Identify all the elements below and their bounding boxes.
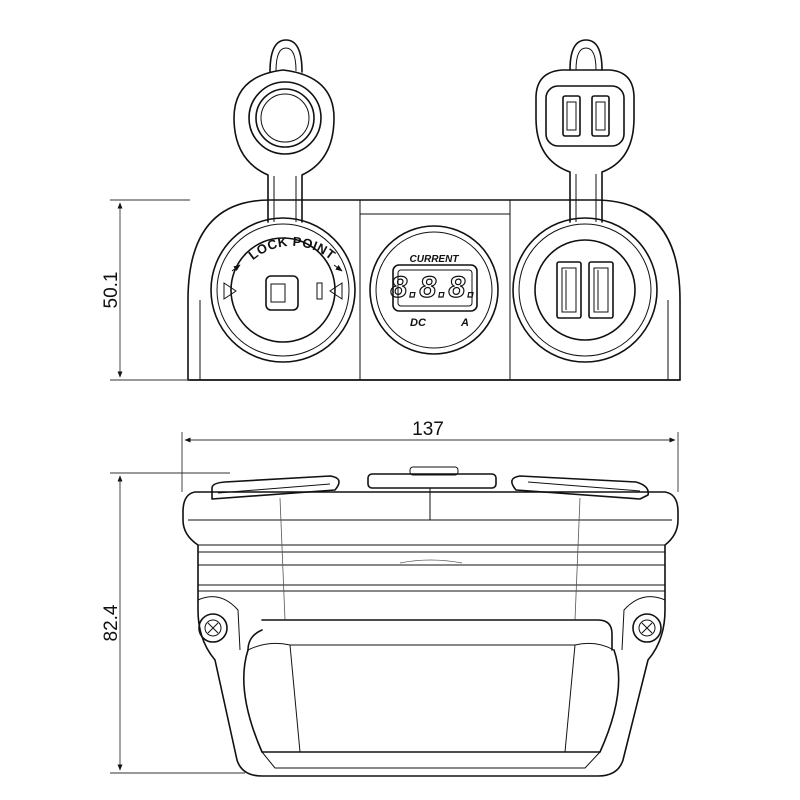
height-value: 50.1: [101, 272, 122, 309]
display-digits: 8.8.8.: [390, 271, 477, 304]
panel-outline: [187, 199, 681, 381]
depth-value: 82.4: [101, 604, 122, 641]
height-dimension: 50.1: [101, 199, 190, 381]
top-view: 137 82.4: [101, 419, 679, 777]
body-outline: [182, 491, 679, 777]
amp-label: A: [460, 317, 469, 329]
depth-dimension: 82.4: [101, 472, 245, 774]
dc-label: DC: [410, 317, 427, 329]
width-dimension: 137: [181, 419, 679, 492]
lighter-socket: LOCK POINT: [210, 217, 356, 363]
mount-hole-right: [621, 596, 666, 651]
usb-cap: [535, 39, 635, 223]
front-view: LOCK POINT CURRENT: [101, 39, 681, 381]
mount-hole-left: [197, 596, 241, 651]
lighter-cap: [233, 39, 335, 223]
width-value: 137: [412, 419, 444, 440]
usb-socket: [512, 217, 658, 363]
current-label: CURRENT: [410, 254, 460, 265]
ammeter: CURRENT 8.8.8. DC A: [369, 225, 499, 355]
